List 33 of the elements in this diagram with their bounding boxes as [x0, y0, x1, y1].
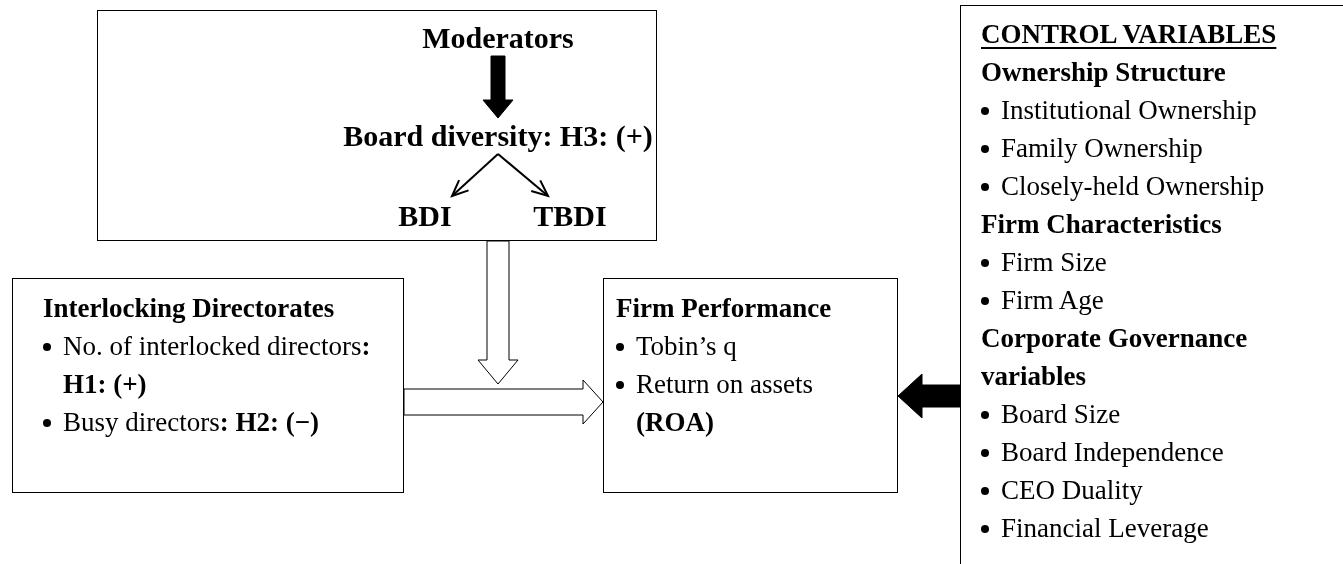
list-item: Board Size [1001, 398, 1121, 431]
list-item: Closely-held Ownership [1001, 170, 1265, 203]
block-arrow [403, 379, 604, 425]
list-item: Board Independence [1001, 436, 1224, 469]
concept-box [603, 278, 898, 493]
arrow [497, 153, 549, 197]
node-label: Board diversity: H3: (+) [330, 118, 666, 154]
moderator-panel [97, 10, 657, 241]
section-heading: Ownership Structure [981, 56, 1227, 89]
section-heading: Firm Characteristics [981, 208, 1223, 241]
list-item: Firm Size [1001, 246, 1107, 279]
concept-box [12, 278, 404, 493]
section-heading: Interlocking Directorates [43, 292, 336, 325]
list-item: CEO Duality [1001, 474, 1143, 507]
node-label: Moderators [418, 20, 578, 56]
list-item: Busy directors: H2: (−) [63, 406, 320, 439]
arrow [451, 153, 499, 197]
node-label: BDI [390, 196, 460, 236]
section-heading: Firm Performance [616, 292, 833, 325]
block-arrow [477, 240, 519, 385]
list-item: Institutional Ownership [1001, 94, 1257, 127]
list-item: Financial Leverage [1001, 512, 1209, 545]
section-heading: Corporate Governance variables [981, 322, 1249, 393]
section-heading: CONTROL VARIABLES [981, 18, 1278, 51]
concept-box [960, 5, 1343, 564]
list-item: No. of interlocked directors: H1: (+) [63, 330, 372, 401]
list-item: Family Ownership [1001, 132, 1203, 165]
block-arrow [482, 55, 514, 119]
list-item: Firm Age [1001, 284, 1104, 317]
list-item: Return on assets (ROA) [636, 368, 814, 439]
block-arrow [897, 373, 961, 419]
node-label: TBDI [526, 196, 614, 236]
list-item: Tobin’s q [636, 330, 737, 363]
